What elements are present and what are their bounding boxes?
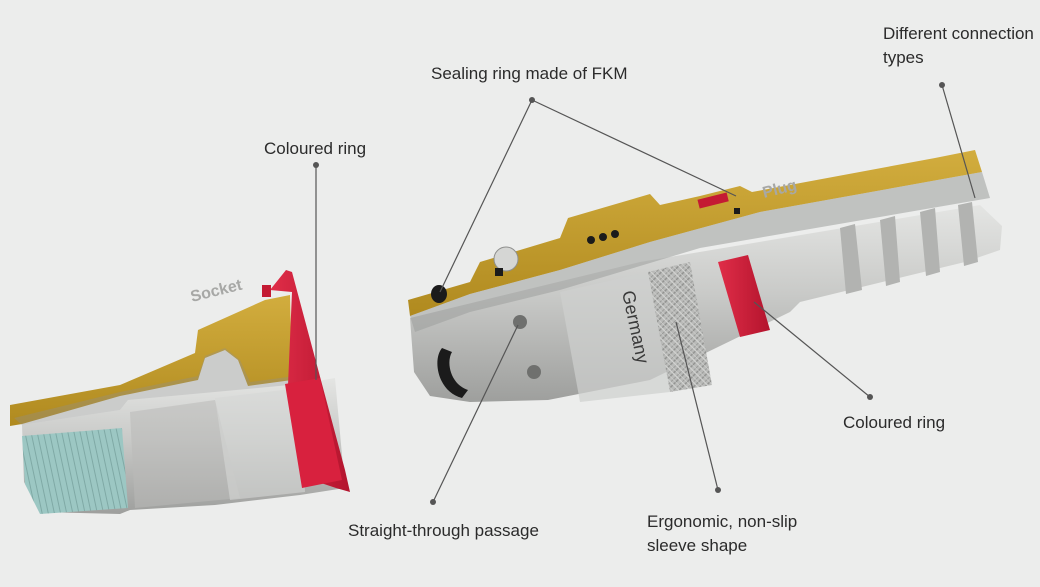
sealing-ring	[437, 348, 468, 398]
callout-line-2: types	[883, 48, 924, 67]
knurled-sleeve	[648, 262, 712, 392]
hose-tail-ridges	[840, 202, 978, 294]
callout-line-1: Different connection	[883, 24, 1034, 43]
socket-thread	[22, 428, 128, 514]
socket-part	[10, 270, 350, 514]
socket-section-cut	[10, 295, 292, 426]
callout-coloured-ring-plug: Coloured ring	[843, 413, 946, 432]
plug-part	[408, 150, 1002, 402]
callout-sealing-ring: Sealing ring made of FKM	[431, 64, 628, 83]
plug-coloured-ring	[718, 255, 770, 337]
callout-different-connection-types: Different connection types	[883, 22, 1034, 70]
callout-coloured-ring-socket: Coloured ring	[264, 139, 367, 158]
callout-line-2: sleeve shape	[647, 536, 748, 555]
leader-lines	[315, 84, 976, 503]
callout-ergonomic-sleeve: Ergonomic, non-slip sleeve shape	[647, 510, 797, 558]
callout-straight-through: Straight-through passage	[348, 521, 539, 540]
plug-section-cut	[408, 150, 982, 316]
socket-label: Socket	[189, 277, 245, 306]
leader-dots	[313, 82, 945, 505]
callout-line-1: Ergonomic, non-slip	[647, 512, 798, 531]
